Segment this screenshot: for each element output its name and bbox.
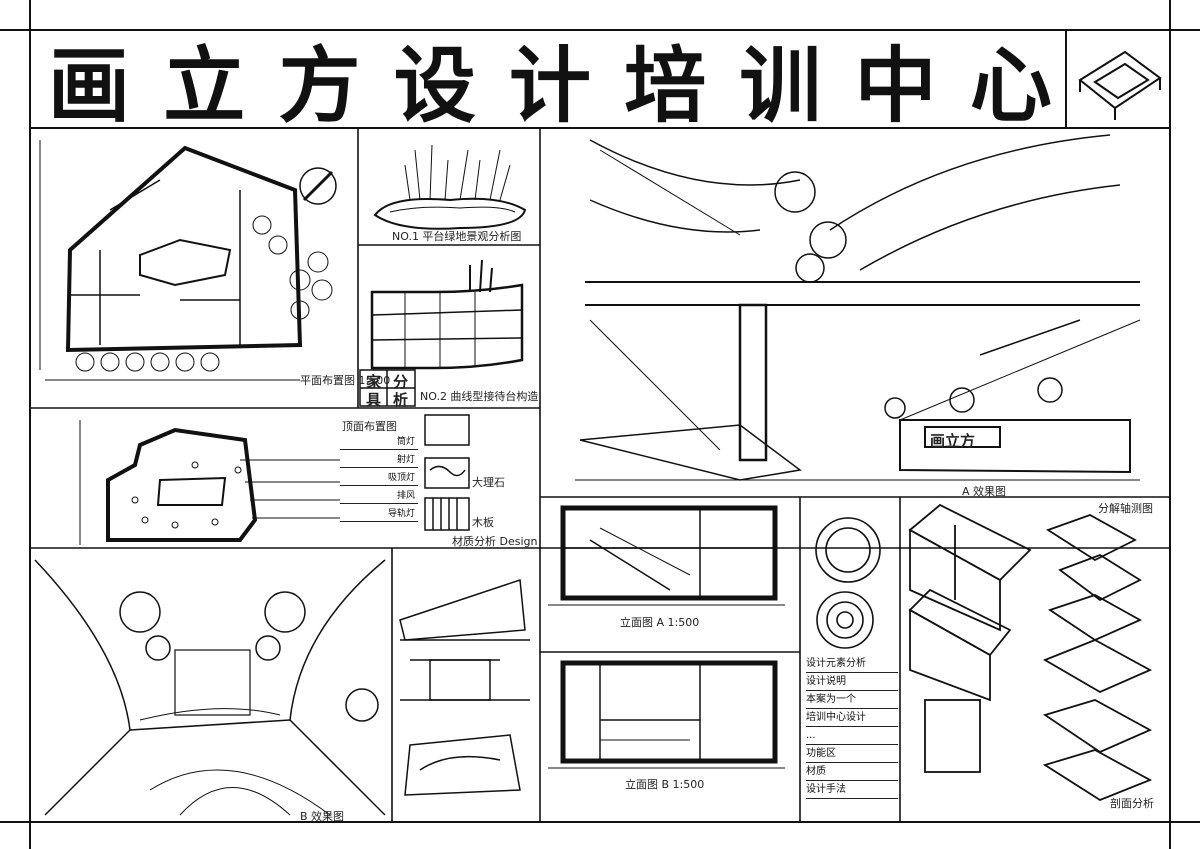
legend-item: 射灯 [340, 450, 418, 468]
axon-label: 分解轴测图 [1098, 502, 1153, 515]
furniture-char-1: 家 [366, 373, 382, 391]
detail-sketches [399, 578, 530, 796]
title-char: 画 [48, 38, 137, 134]
legend-item: 筒灯 [340, 432, 418, 450]
title-char: 计 [508, 38, 597, 134]
note-line: 设计说明 [806, 673, 898, 691]
note-line: ... [806, 727, 898, 745]
note-line: 材质 [806, 763, 898, 781]
legend-item: 吸顶灯 [340, 468, 418, 486]
title-char: 方 [278, 38, 367, 134]
note-line: 设计元素分析 [806, 655, 898, 673]
title-char: 培 [624, 38, 713, 134]
elevation-b-label: 立面图 B 1:500 [625, 778, 705, 791]
note-line: 设计手法 [806, 781, 898, 799]
legend-item: 排风 [340, 486, 418, 504]
furniture-label-box [359, 369, 416, 407]
axonometric-sketch [1042, 514, 1153, 802]
material-label: 材质分析 Design [452, 535, 538, 548]
note-line: 功能区 [806, 745, 898, 763]
perspective-b-sketch [34, 559, 386, 816]
plan-label: 平面布置图 1:500 [300, 374, 391, 387]
lighting-legend: 筒灯射灯吸顶灯排风导轨灯 [340, 432, 418, 522]
reception-desk-sketch [370, 259, 524, 370]
furniture-char-2: 分 [393, 373, 409, 391]
title-char: 立 [163, 38, 252, 134]
title-char: 设 [393, 38, 482, 134]
section-sketch [908, 503, 1032, 773]
title-logo-sketch [1078, 50, 1162, 120]
elevation-a-sketch [548, 505, 785, 606]
material-samples [424, 414, 470, 531]
elevation-a-label: 立面图 A 1:500 [620, 616, 700, 629]
page-title: 画立方设计培训中心 [48, 30, 1058, 134]
title-char: 中 [854, 38, 943, 134]
no1-label: NO.1 平台绿地景观分析图 [392, 230, 522, 243]
note-line: 本案为一个 [806, 691, 898, 709]
legend-item: 导轨灯 [340, 504, 418, 522]
design-notes: 设计元素分析设计说明本案为一个培训中心设计...功能区材质设计手法 [806, 655, 898, 799]
note-line: 培训中心设计 [806, 709, 898, 727]
ceiling-title: 顶面布置图 [342, 420, 397, 433]
elevation-b-sketch [548, 660, 785, 769]
view-a-label: A 效果图 [962, 485, 1007, 498]
wood-label: 木板 [472, 516, 494, 529]
floor-plan-sketch [39, 140, 337, 381]
title-char: 训 [739, 38, 828, 134]
furniture-char-4: 析 [393, 391, 409, 409]
ceiling-plan-sketch [79, 420, 340, 545]
brand-label: 画立方 [930, 432, 976, 450]
section-label: 剖面分析 [1110, 797, 1154, 810]
planter-sketch [373, 144, 527, 230]
perspective-a-sketch [575, 134, 1141, 481]
furniture-char-3: 具 [366, 391, 382, 409]
title-char: 心 [969, 38, 1058, 134]
no2-label: NO.2 曲线型接待台构造 [420, 390, 539, 403]
stone-label: 大理石 [472, 476, 505, 489]
element-analysis-sketch [815, 517, 881, 649]
view-b-label: B 效果图 [300, 810, 345, 823]
